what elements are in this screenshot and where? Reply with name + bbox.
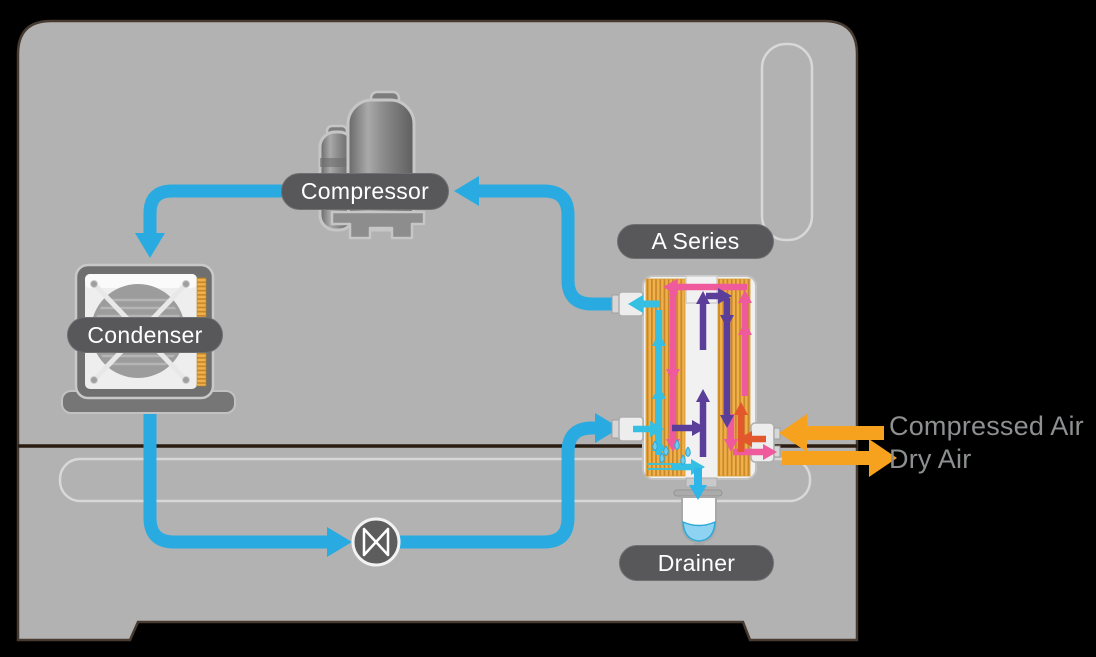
air-flow-arrows: [779, 414, 897, 477]
pipe-valve-to-exchanger: [398, 421, 597, 549]
expansion-valve-icon: [351, 517, 401, 567]
port-air: [750, 422, 775, 463]
dry-air-out-arrow: [782, 439, 897, 477]
dryer-cabinet: [16, 19, 859, 642]
arrow-right-into-exchanger: [595, 413, 620, 443]
drain-water: [682, 520, 716, 542]
compressed-air-in-arrow: [779, 414, 884, 452]
arrow-right-into-valve: [327, 527, 352, 557]
bottom-vent-outline: [58, 457, 812, 503]
compressed-air-label: Compressed Air: [889, 411, 1084, 441]
exchanger-ports: [611, 291, 781, 463]
dry-air-label: Dry Air: [889, 444, 972, 474]
pipe-condenser-to-valve: [143, 396, 328, 549]
a-series-label: A Series: [617, 224, 774, 259]
pipe-exchanger-to-compressor: [479, 184, 634, 311]
exchanger-flow-arrows: [628, 279, 777, 475]
corner-screws: [90, 280, 190, 384]
arrow-down-into-drainer: [689, 468, 707, 500]
refrigerant-pipe-loop: [143, 184, 634, 549]
compressor-label: Compressor: [281, 173, 449, 210]
pipe-compressor-to-condenser: [143, 184, 283, 234]
arrow-down-into-condenser: [135, 233, 165, 258]
pipe-arrowheads: [135, 176, 620, 557]
side-vent-outline: [760, 42, 814, 242]
condenser-label: Condenser: [67, 317, 223, 353]
drainer-label: Drainer: [619, 545, 774, 581]
arrow-left-into-compressor: [454, 176, 479, 206]
compressor-base: [330, 210, 426, 240]
